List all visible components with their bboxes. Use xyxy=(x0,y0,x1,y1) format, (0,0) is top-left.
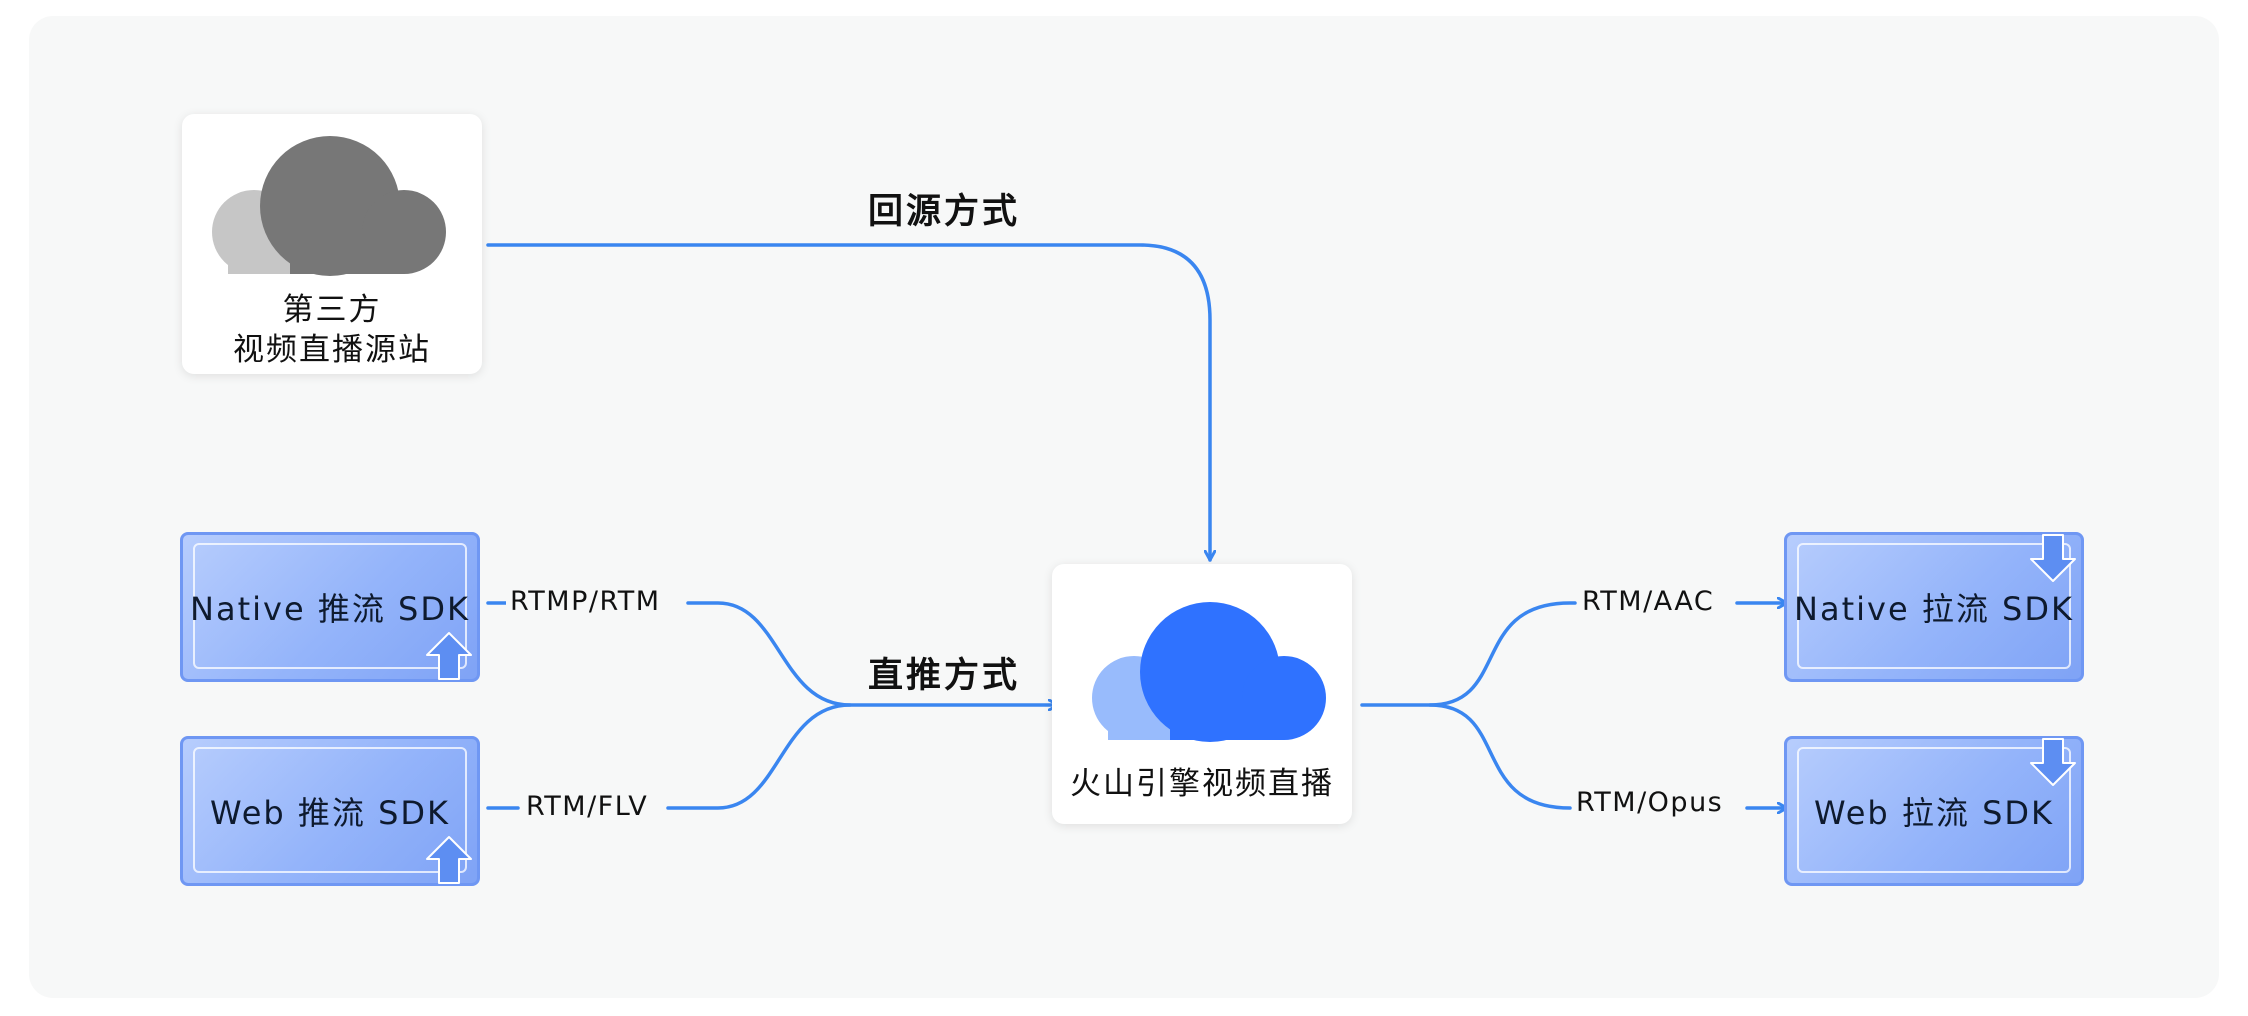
third-party-source-node: 第三方 视频直播源站 xyxy=(182,114,482,374)
web-pull-sdk-node: Web 拉流 SDK xyxy=(1784,736,2084,886)
source-label-line2: 视频直播源站 xyxy=(233,332,431,368)
web-pull-sdk-label: Web 拉流 SDK xyxy=(1813,794,2055,832)
upload-arrow-icon xyxy=(426,836,472,884)
native-pull-sdk-label: Native 拉流 SDK xyxy=(1794,590,2074,628)
native-push-sdk-label: Native 推流 SDK xyxy=(190,590,470,628)
origin-pull-label: 回源方式 xyxy=(868,192,1021,232)
native-pull-protocol-label: RTM/AAC xyxy=(1578,585,1719,619)
source-label-line1: 第三方 xyxy=(282,292,382,328)
native-pull-sdk-node: Native 拉流 SDK xyxy=(1784,532,2084,682)
web-pull-protocol-label: RTM/Opus xyxy=(1572,786,1728,820)
volcengine-live-node: 火山引擎视频直播 xyxy=(1052,564,1352,824)
web-push-sdk-node: Web 推流 SDK xyxy=(180,736,480,886)
web-pull-curve xyxy=(1428,703,1572,810)
web-push-protocol-label: RTM/FLV xyxy=(522,790,653,824)
upload-arrow-icon xyxy=(426,632,472,680)
web-push-curve xyxy=(666,705,1060,810)
native-push-sdk-node: Native 推流 SDK xyxy=(180,532,480,682)
cloud-icon xyxy=(212,136,446,276)
center-label: 火山引擎视频直播 xyxy=(1070,766,1334,802)
direct-push-label: 直推方式 xyxy=(868,656,1021,696)
origin-pull-link xyxy=(486,243,1210,562)
native-push-protocol-label: RTMP/RTM xyxy=(506,585,665,619)
native-pull-curve xyxy=(1360,601,1577,707)
download-arrow-icon xyxy=(2030,738,2076,786)
native-push-curve xyxy=(686,601,852,707)
download-arrow-icon xyxy=(2030,534,2076,582)
cloud-icon xyxy=(1092,602,1326,742)
web-push-sdk-label: Web 推流 SDK xyxy=(209,794,451,832)
